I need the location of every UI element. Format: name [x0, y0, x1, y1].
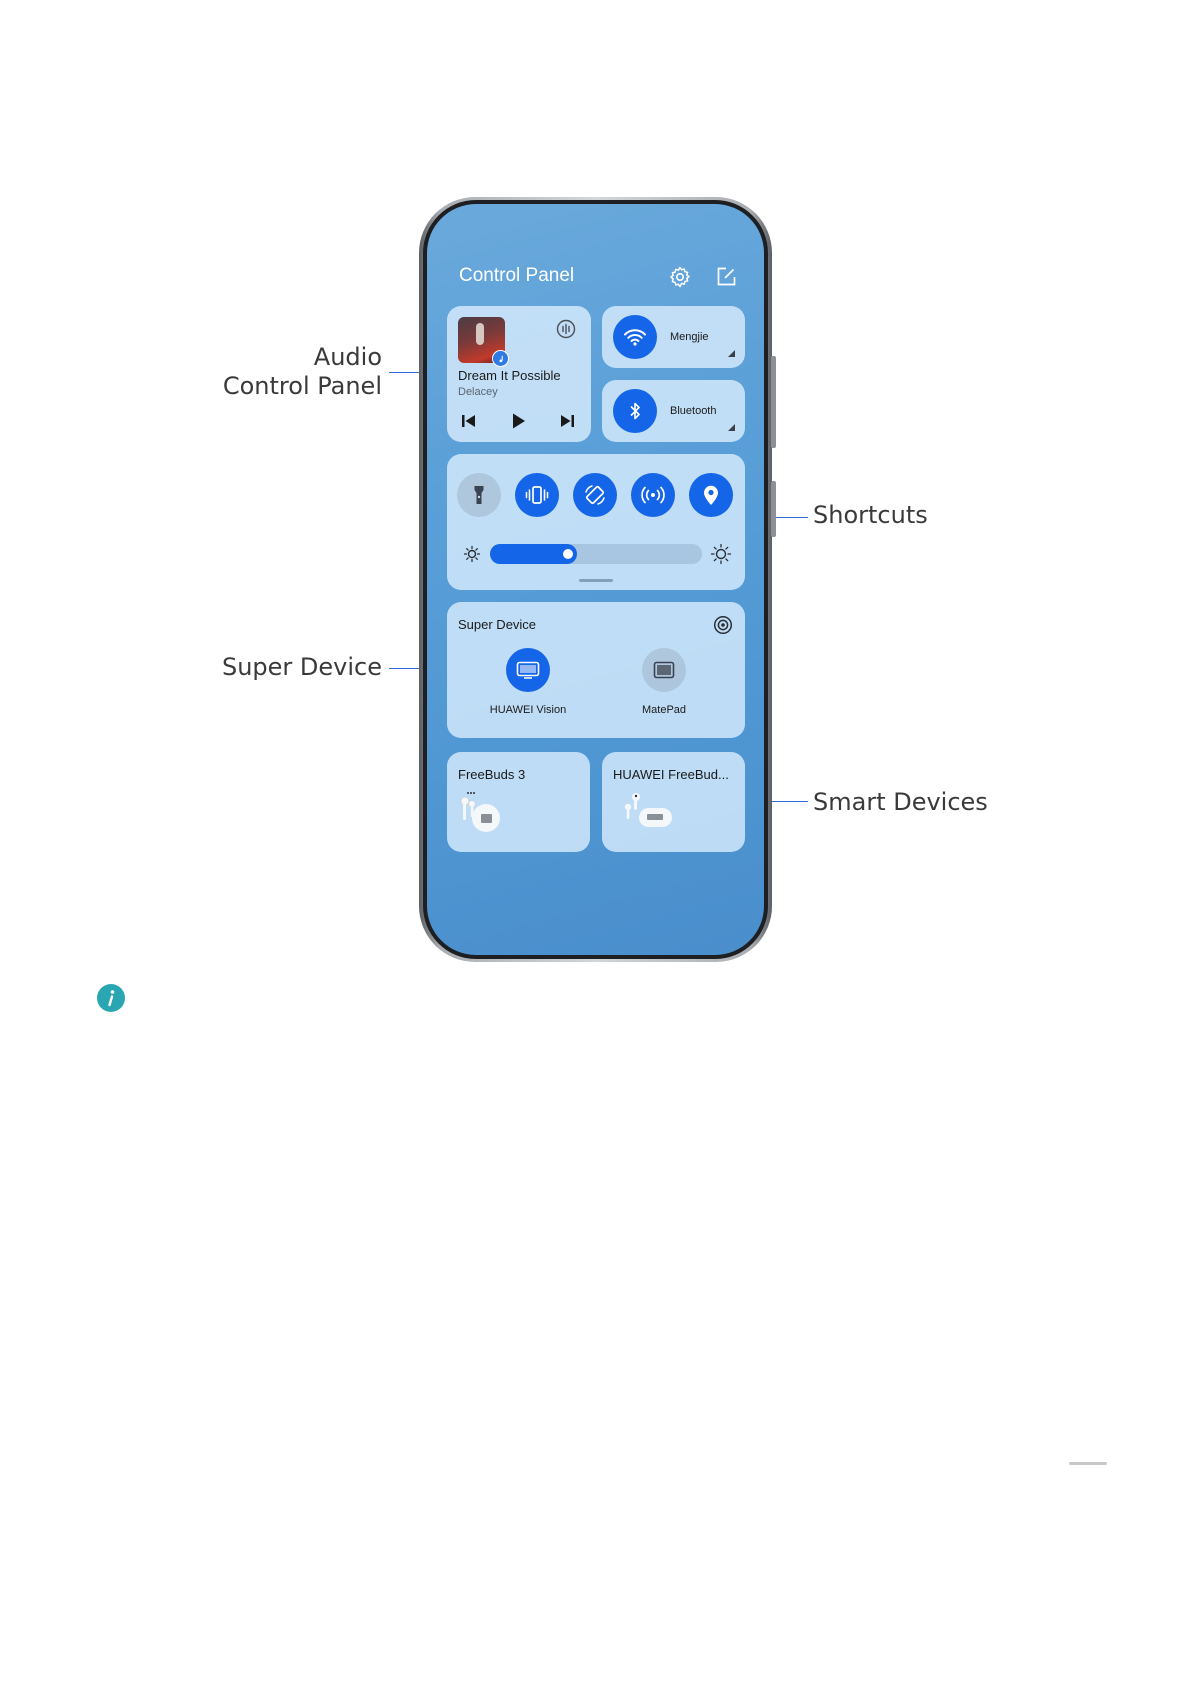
location-icon[interactable]	[689, 473, 733, 517]
song-title: Dream It Possible	[458, 368, 561, 383]
bluetooth-icon[interactable]	[613, 389, 657, 433]
brightness-thumb[interactable]	[563, 549, 573, 559]
artist-name: Delacey	[458, 386, 498, 398]
brightness-slider[interactable]	[490, 544, 702, 564]
callout-audio-line2: Control Panel	[200, 372, 382, 401]
smart-device-freebuds-3[interactable]: FreeBuds 3	[447, 752, 590, 852]
device-matepad[interactable]	[642, 648, 686, 692]
wifi-expand-icon[interactable]	[728, 350, 735, 357]
callout-audio-line1: Audio	[200, 343, 382, 372]
earbuds-icon	[458, 790, 506, 834]
super-device-title: Super Device	[458, 617, 536, 632]
play-icon[interactable]	[511, 412, 527, 430]
volume-button	[771, 356, 776, 448]
audio-output-icon[interactable]	[555, 318, 577, 340]
audio-control-panel[interactable]: Dream It Possible Delacey	[447, 306, 591, 442]
page-indicator	[1069, 1462, 1107, 1465]
flashlight-icon[interactable]	[457, 473, 501, 517]
expand-handle[interactable]	[579, 579, 613, 582]
callout-shortcuts: Shortcuts	[813, 501, 928, 530]
wifi-tile[interactable]: Mengjie	[602, 306, 745, 368]
bluetooth-expand-icon[interactable]	[728, 424, 735, 431]
callout-audio-control-panel: Audio Control Panel	[200, 343, 382, 401]
device-matepad-label: MatePad	[623, 704, 705, 716]
bluetooth-label: Bluetooth	[670, 405, 716, 417]
shortcuts-panel	[447, 454, 745, 590]
music-app-icon	[492, 350, 509, 367]
device-huawei-vision-label: HUAWEI Vision	[487, 704, 569, 716]
power-button	[771, 481, 776, 537]
control-panel-screen: Control Panel Dream It Possible Delacey	[427, 204, 764, 955]
bluetooth-tile[interactable]: Bluetooth	[602, 380, 745, 442]
info-icon	[97, 984, 125, 1012]
super-device-panel[interactable]: Super Device HUAWEI Vision MatePad	[447, 602, 745, 738]
hotspot-icon[interactable]	[631, 473, 675, 517]
next-icon[interactable]	[559, 414, 575, 428]
callout-super-device: Super Device	[200, 653, 382, 682]
callout-smart-devices: Smart Devices	[813, 788, 988, 817]
auto-rotate-icon[interactable]	[573, 473, 617, 517]
freebuds-3-label: FreeBuds 3	[458, 767, 525, 782]
vibrate-icon[interactable]	[515, 473, 559, 517]
wifi-icon[interactable]	[613, 315, 657, 359]
album-art-figure	[476, 323, 484, 345]
brightness-high-icon	[710, 543, 732, 565]
gear-icon[interactable]	[668, 265, 692, 289]
previous-icon[interactable]	[461, 414, 477, 428]
device-huawei-vision[interactable]	[506, 648, 550, 692]
edit-icon[interactable]	[714, 265, 738, 289]
huawei-freebuds-label: HUAWEI FreeBud...	[613, 767, 729, 782]
super-device-radar-icon[interactable]	[713, 615, 733, 635]
brightness-low-icon	[463, 545, 481, 563]
earbuds-case-icon	[623, 792, 675, 832]
control-panel-title: Control Panel	[459, 265, 574, 287]
smart-device-huawei-freebuds[interactable]: HUAWEI FreeBud...	[602, 752, 745, 852]
wifi-label: Mengjie	[670, 331, 709, 343]
